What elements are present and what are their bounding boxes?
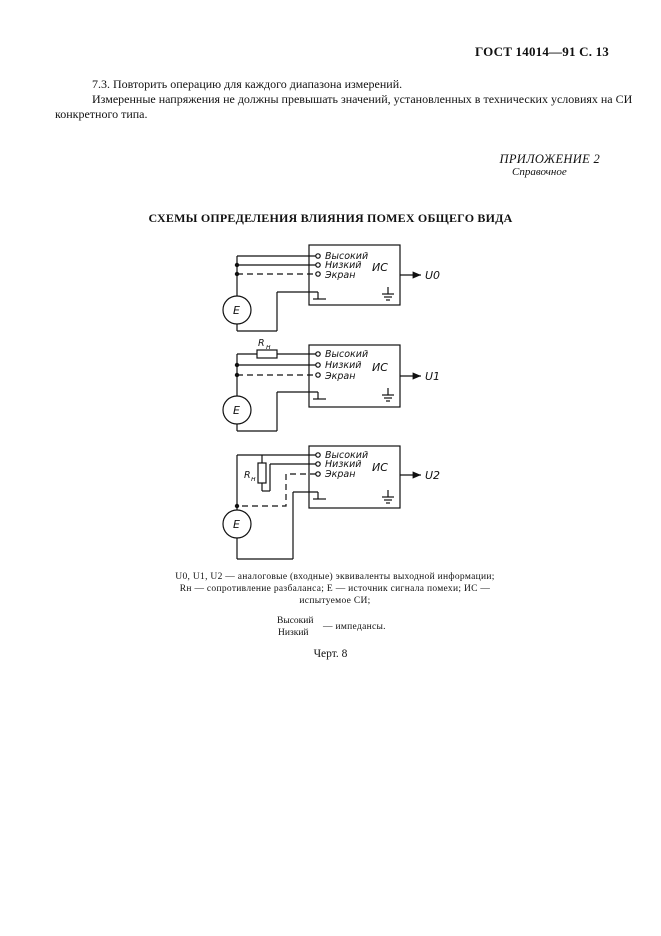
appendix-note: Справочное [512,166,567,178]
resistor-label: R [244,470,251,481]
paragraph-voltage-limit-cont: конкретного типа. [55,107,148,121]
resistor-rn [256,349,278,359]
output-label: U2 [425,469,440,482]
caption-line-3: испытуемое СИ; [299,596,371,606]
page-header: ГОСТ 14014—91 С. 13 [475,44,609,59]
diagram-u0 [222,244,421,332]
caption-line-1: U0, U1, U2 — аналоговые (входные) эквива… [175,572,495,582]
terminal-high-label: Высокий [325,251,368,262]
terminal-low-label: Низкий [325,459,361,470]
figure-label: Черт. 8 [313,648,348,660]
output-label: U1 [425,370,440,383]
device-label: ИС [372,361,388,374]
resistor-rn [257,462,267,484]
device-box [308,445,401,509]
impedance-high: Высокий [277,616,314,626]
impedance-low: Низкий [278,628,309,638]
paragraph-7-3: 7.3. Повторить операцию для каждого диап… [92,77,403,91]
caption-line-2: Rн — сопротивление разбаланса; E — источ… [179,584,491,594]
terminal-shield-label: Экран [324,270,355,281]
resistor-label: R [258,338,265,349]
device-label: ИС [372,461,388,474]
terminal-high-label: Высокий [325,349,368,360]
resistor-subscript: н [266,343,271,351]
diagram-u2 [222,445,421,560]
terminal-low-label: Низкий [325,360,361,371]
terminal-shield-label: Экран [324,469,355,480]
diagram-u1 [222,344,421,432]
paragraph-voltage-limit: Измеренные напряжения не должны превышат… [92,92,633,106]
section-title: СХЕМЫ ОПРЕДЕЛЕНИЯ ВЛИЯНИЯ ПОМЕХ ОБЩЕГО В… [148,211,513,225]
impedance-text: — импедансы. [323,622,386,632]
terminal-shield-label: Экран [324,371,355,382]
source-label: E [233,304,240,317]
resistor-subscript: н [251,475,256,483]
source-label: E [233,518,240,531]
source-label: E [233,404,240,417]
device-label: ИС [372,261,388,274]
terminal-high-label: Высокий [325,450,368,461]
appendix-title: ПРИЛОЖЕНИЕ 2 [499,152,600,166]
terminal-low-label: Низкий [325,260,361,271]
output-label: U0 [425,269,440,282]
